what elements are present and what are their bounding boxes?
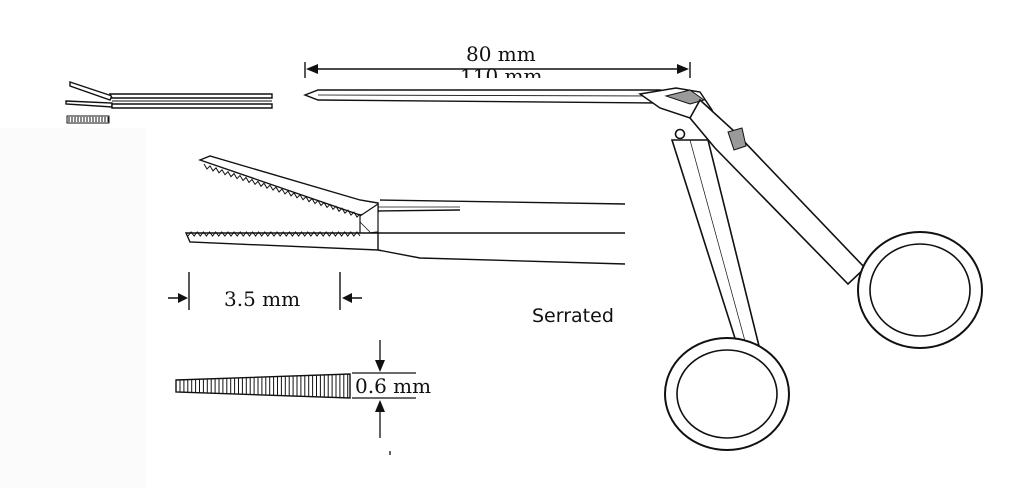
tip-overview-drawing <box>65 81 273 109</box>
jaw-teeth <box>203 163 361 218</box>
jaw-width-label: 0.6 mm <box>355 374 432 398</box>
jaw-length-label: 3.5 mm <box>224 287 301 311</box>
length-dimension <box>304 62 691 78</box>
jaw-width-dimension <box>352 340 416 455</box>
length-label-long-text: 110 mm <box>460 66 543 78</box>
background-panel <box>0 128 146 488</box>
length-label-long: 110 mm <box>460 66 542 78</box>
serration-sample-detail <box>175 373 351 399</box>
instrument-drawing <box>303 87 983 451</box>
jaw-detail-drawing <box>184 155 626 265</box>
tip-type-label: Serrated <box>532 305 614 327</box>
serration-sample-overview <box>66 115 110 124</box>
jaw-length-dimension <box>168 272 362 310</box>
jaw-teeth <box>187 231 361 237</box>
length-label-short: 80 mm <box>466 42 536 66</box>
